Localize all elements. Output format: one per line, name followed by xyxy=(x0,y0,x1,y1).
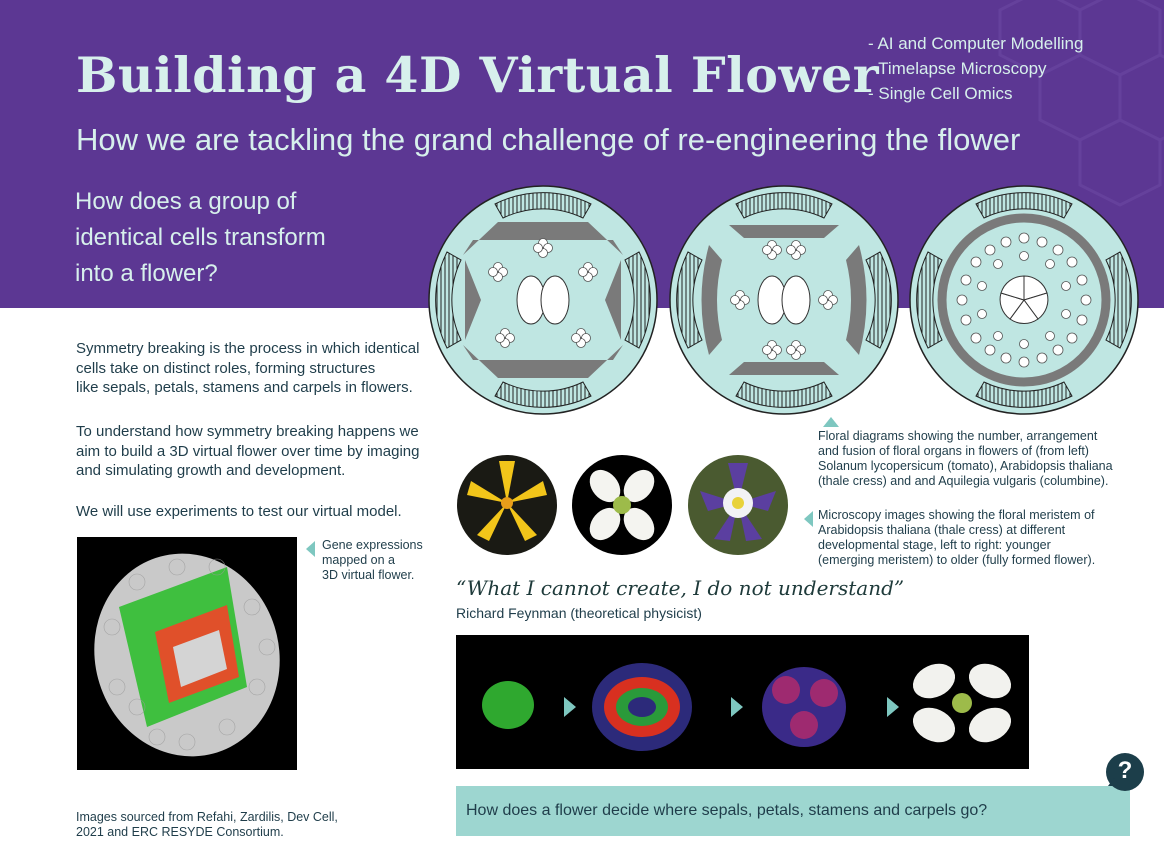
floral-diagram-tomato xyxy=(428,185,658,415)
caption-line: Arabidopsis thaliana (thale cress) at di… xyxy=(818,523,1066,537)
topic-list: - AI and Computer Modelling - Timelapse … xyxy=(868,31,1083,106)
caption-line: mapped on a xyxy=(322,553,395,567)
experiment-paragraph: We will use experiments to test our virt… xyxy=(76,503,402,520)
caption-line: 3D virtual flower. xyxy=(322,568,415,582)
question-line: into a flower? xyxy=(75,260,218,287)
caption-arrow-icon xyxy=(306,541,315,557)
diagram-caption: Floral diagrams showing the number, arra… xyxy=(818,429,1148,489)
arrow-icon xyxy=(564,697,576,717)
tomato-flower-graphic xyxy=(467,461,547,541)
quote-author: Richard Feynman (theoretical physicist) xyxy=(456,605,702,621)
caption-line: developmental stage, left to right: youn… xyxy=(818,538,1051,552)
question-line: identical cells transform xyxy=(75,224,326,251)
arrow-icon xyxy=(731,697,743,717)
caption-line: (thale cress) and and Aquilegia vulgaris… xyxy=(818,474,1109,488)
floral-diagram-arabidopsis xyxy=(669,185,899,415)
virtual-flower-graphic xyxy=(94,553,280,757)
question-bubble-icon: ? xyxy=(1104,752,1146,794)
page-subtitle: How we are tackling the grand challenge … xyxy=(76,122,1021,157)
feynman-quote: “What I cannot create, I do not understa… xyxy=(456,576,905,600)
header-question: How does a group of identical cells tran… xyxy=(75,184,375,292)
text-line: and simulating growth and development. xyxy=(76,462,346,479)
page-title: Building a 4D Virtual Flower xyxy=(76,46,880,104)
decorative-pattern xyxy=(998,0,1164,207)
bottom-question-bar xyxy=(456,786,1130,836)
microscopy-sequence-graphic xyxy=(482,663,1012,751)
aim-paragraph: To understand how symmetry breaking happ… xyxy=(76,422,436,481)
caption-line: and fusion of floral organs in flowers o… xyxy=(818,444,1089,458)
question-mark-text: ? xyxy=(1117,757,1133,784)
caption-line: Microscopy images showing the floral mer… xyxy=(818,508,1095,522)
credit-line: 2021 and ERC RESYDE Consortium. xyxy=(76,825,284,839)
microscopy-strip xyxy=(456,635,1029,769)
bottom-question: How does a flower decide where sepals, p… xyxy=(466,802,988,819)
question-bubble-graphic xyxy=(1106,753,1144,791)
text-line: Symmetry breaking is the process in whic… xyxy=(76,340,420,357)
caption-line: Gene expressions xyxy=(322,538,423,552)
text-line: cells take on distinct roles, forming st… xyxy=(76,359,376,377)
caption-arrow-icon xyxy=(823,417,839,427)
text-line: like sepals, petals, stamens and carpels… xyxy=(76,379,413,396)
gene-caption: Gene expressions mapped on a 3D virtual … xyxy=(322,538,423,583)
columbine-flower-graphic xyxy=(700,463,776,541)
floral-diagram-columbine xyxy=(909,185,1139,415)
intro-paragraph: Symmetry breaking is the process in whic… xyxy=(76,339,436,398)
arabidopsis-flower-photo xyxy=(572,455,672,555)
tomato-flower-photo xyxy=(457,455,557,555)
image-credits: Images sourced from Refahi, Zardilis, De… xyxy=(76,810,366,840)
topic-item: - AI and Computer Modelling xyxy=(868,34,1084,53)
caption-arrow-icon xyxy=(804,511,813,527)
arrow-icon xyxy=(887,697,899,717)
credit-line: Images sourced from Refahi, Zardilis, De… xyxy=(76,810,338,824)
caption-line: Floral diagrams showing the number, arra… xyxy=(818,429,1098,443)
floral-diagrams xyxy=(428,185,1139,415)
text-line: To understand how symmetry breaking happ… xyxy=(76,423,419,440)
topic-item: - Timelapse Microscopy xyxy=(868,59,1047,78)
columbine-flower-photo xyxy=(688,455,788,555)
microscopy-caption: Microscopy images showing the floral mer… xyxy=(818,508,1148,568)
caption-line: (emerging meristem) to older (fully form… xyxy=(818,553,1096,567)
topic-item: - Single Cell Omics xyxy=(868,84,1013,103)
question-line: How does a group of xyxy=(75,188,297,215)
text-line: aim to build a 3D virtual flower over ti… xyxy=(76,442,420,460)
virtual-flower-image xyxy=(77,537,297,770)
arabidopsis-flower-graphic xyxy=(589,469,655,541)
caption-line: Solanum lycopersicum (tomato), Arabidops… xyxy=(818,459,1113,473)
